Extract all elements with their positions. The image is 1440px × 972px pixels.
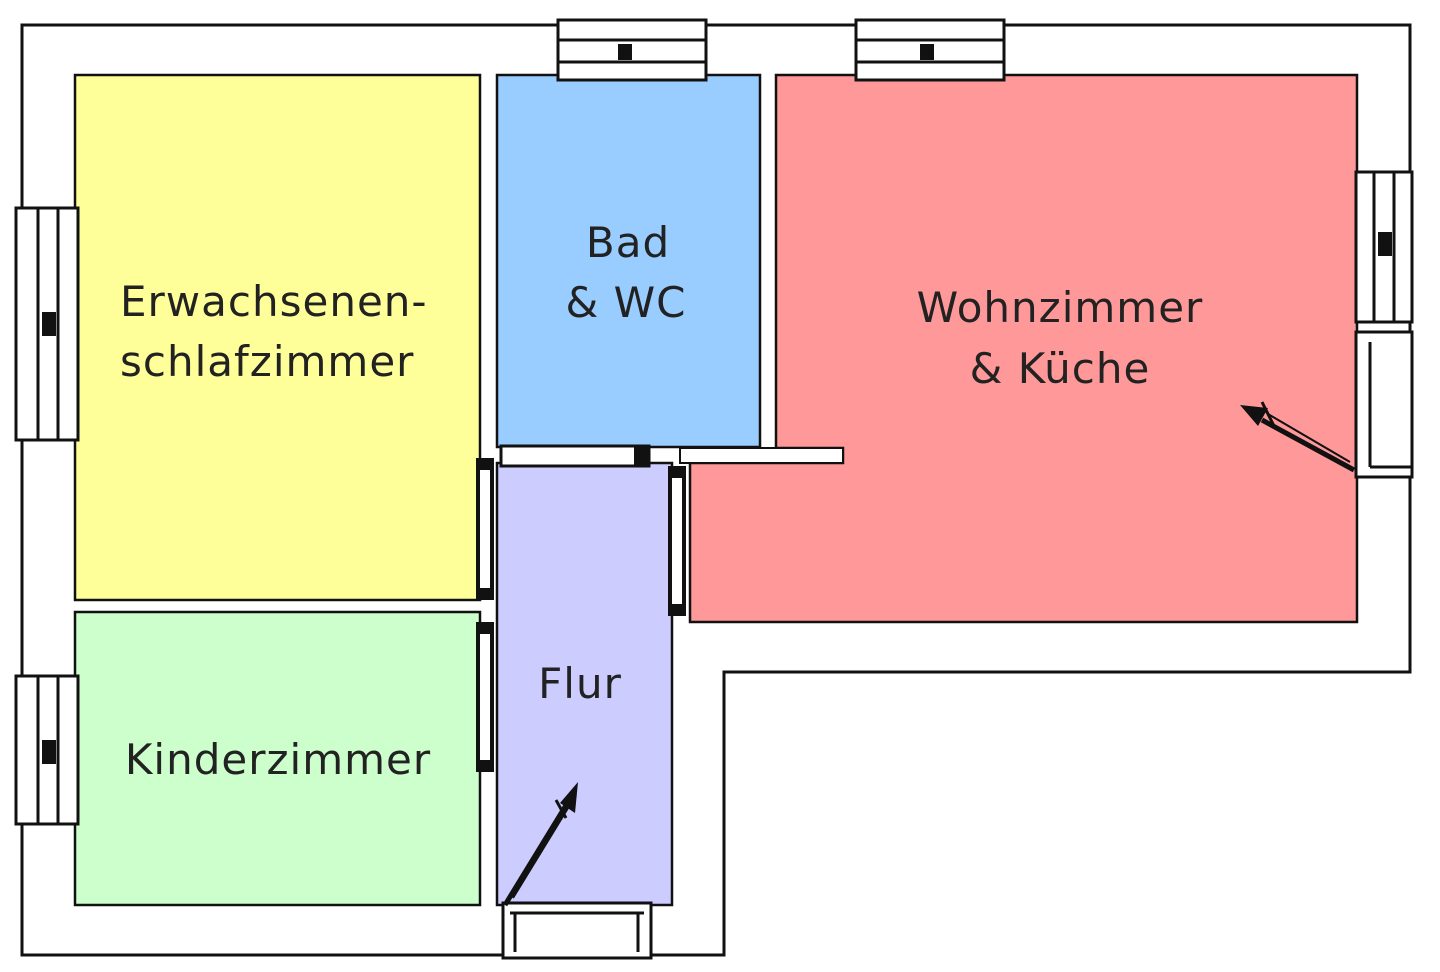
label-bath-line2: & WC (566, 278, 687, 327)
window-bedroom (14, 206, 80, 442)
label-living-line2: & Küche (970, 344, 1151, 393)
label-bedroom-line1: Erwachsenen- (120, 277, 428, 326)
window-bath (556, 18, 708, 82)
entrance-arrow-icon (502, 782, 578, 907)
label-bath-line1: Bad (586, 218, 670, 267)
partition-wall (679, 447, 844, 464)
label-living-line1: Wohnzimmer (917, 283, 1204, 332)
room-kids (73, 610, 482, 907)
label-kids: Kinderzimmer (125, 735, 431, 784)
door-bath (499, 444, 651, 468)
window-kids (14, 674, 80, 826)
window-living-top (854, 18, 1006, 82)
entrance-door (501, 901, 653, 960)
door-bedroom (476, 458, 494, 600)
balcony-door (1354, 330, 1414, 479)
label-bedroom-line2: schlafzimmer (120, 337, 414, 386)
door-living (668, 466, 686, 616)
label-hall: Flur (538, 659, 622, 708)
room-bath (495, 73, 762, 449)
room-bedroom (73, 73, 482, 602)
balcony-arrow-icon (1240, 401, 1356, 473)
window-living-right (1354, 170, 1414, 324)
door-kids (476, 622, 494, 772)
